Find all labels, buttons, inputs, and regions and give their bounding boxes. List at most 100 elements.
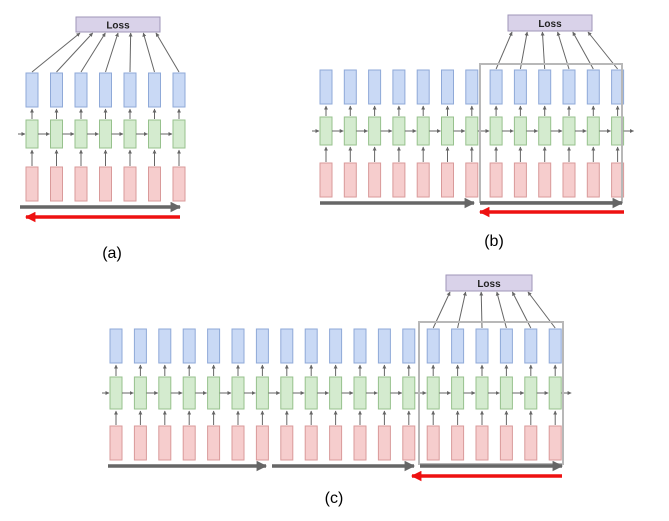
- input-cell: [489, 162, 503, 198]
- hidden-cell: [513, 116, 527, 146]
- hidden-cell: [343, 116, 357, 146]
- hidden-cell: [304, 376, 318, 410]
- input-cell: [255, 425, 269, 461]
- output-cell: [280, 328, 294, 364]
- hidden-cell: [548, 376, 562, 410]
- output-cell: [377, 328, 391, 364]
- hidden-cell: [368, 116, 382, 146]
- output-to-loss-arrow: [572, 31, 594, 70]
- panel-a: Loss: [18, 16, 186, 223]
- hidden-cell: [172, 119, 186, 149]
- panel-b: Loss: [312, 14, 634, 218]
- input-cell: [182, 425, 196, 461]
- input-cell: [25, 166, 39, 202]
- caption-b: (b): [484, 233, 504, 250]
- output-cell: [475, 328, 489, 364]
- input-cell: [231, 425, 245, 461]
- input-cell: [368, 162, 382, 198]
- output-cell: [74, 72, 88, 108]
- hidden-cell: [441, 116, 454, 146]
- output-to-loss-arrow: [56, 32, 94, 73]
- hidden-cell: [133, 376, 147, 410]
- output-cell: [343, 69, 357, 105]
- input-cell: [426, 425, 440, 461]
- hidden-cell: [319, 116, 333, 146]
- input-cell: [172, 166, 186, 202]
- input-cell: [451, 425, 465, 461]
- output-cell: [207, 328, 221, 364]
- input-cell: [329, 425, 343, 461]
- hidden-cell: [499, 376, 513, 410]
- loss-box: [445, 274, 533, 292]
- input-cell: [441, 162, 454, 198]
- output-cell: [489, 69, 503, 105]
- output-to-loss-arrow: [540, 31, 546, 70]
- hidden-cell: [392, 116, 406, 146]
- loss-box: [507, 14, 593, 32]
- input-cell: [148, 166, 161, 202]
- input-cell: [158, 425, 172, 461]
- output-cell: [172, 72, 186, 108]
- output-to-loss-arrow: [556, 31, 570, 70]
- hidden-cell: [451, 376, 465, 410]
- input-cell: [304, 425, 318, 461]
- output-cell: [25, 72, 39, 108]
- hidden-cell: [586, 116, 600, 146]
- hidden-cell: [524, 376, 538, 410]
- output-cell: [402, 328, 416, 364]
- loss-label: Loss: [538, 19, 562, 30]
- caption-a: (a): [102, 245, 122, 262]
- output-cell: [538, 69, 552, 105]
- input-cell: [611, 162, 625, 198]
- output-cell: [329, 328, 343, 364]
- output-cell: [133, 328, 147, 364]
- output-cell: [513, 69, 527, 105]
- input-cell: [74, 166, 88, 202]
- output-cell: [451, 328, 465, 364]
- input-cell: [109, 425, 123, 461]
- hidden-cell: [231, 376, 245, 410]
- input-cell: [319, 162, 333, 198]
- input-cell: [465, 162, 479, 198]
- input-cell: [280, 425, 294, 461]
- hidden-cell: [465, 116, 479, 146]
- hidden-cell: [255, 376, 269, 410]
- hidden-cell: [426, 376, 440, 410]
- output-cell: [548, 328, 562, 364]
- hidden-cell: [50, 119, 63, 149]
- input-cell: [133, 425, 147, 461]
- output-cell: [524, 328, 538, 364]
- input-cell: [207, 425, 221, 461]
- input-cell: [548, 425, 562, 461]
- output-cell: [586, 69, 600, 105]
- hidden-cell: [475, 376, 489, 410]
- hidden-cell: [207, 376, 221, 410]
- output-cell: [499, 328, 513, 364]
- loss-label: Loss: [477, 279, 501, 290]
- hidden-cell: [377, 376, 391, 410]
- hidden-cell: [416, 116, 430, 146]
- output-cell: [99, 72, 112, 108]
- output-cell: [416, 69, 430, 105]
- input-cell: [475, 425, 489, 461]
- output-to-loss-arrow: [155, 32, 180, 73]
- hidden-cell: [402, 376, 416, 410]
- output-cell: [562, 69, 576, 105]
- hidden-cell: [353, 376, 367, 410]
- output-cell: [368, 69, 382, 105]
- panel-c: Loss: [102, 274, 572, 482]
- output-to-loss-arrow: [495, 31, 513, 70]
- hidden-cell: [158, 376, 172, 410]
- output-to-loss-arrow: [587, 31, 618, 70]
- hidden-cell: [538, 116, 552, 146]
- output-cell: [231, 328, 245, 364]
- output-cell: [353, 328, 367, 364]
- hidden-cell: [25, 119, 39, 149]
- hidden-cell: [182, 376, 196, 410]
- input-cell: [123, 166, 137, 202]
- loss-label: Loss: [106, 21, 130, 32]
- output-cell: [611, 69, 625, 105]
- input-cell: [416, 162, 430, 198]
- input-cell: [377, 425, 391, 461]
